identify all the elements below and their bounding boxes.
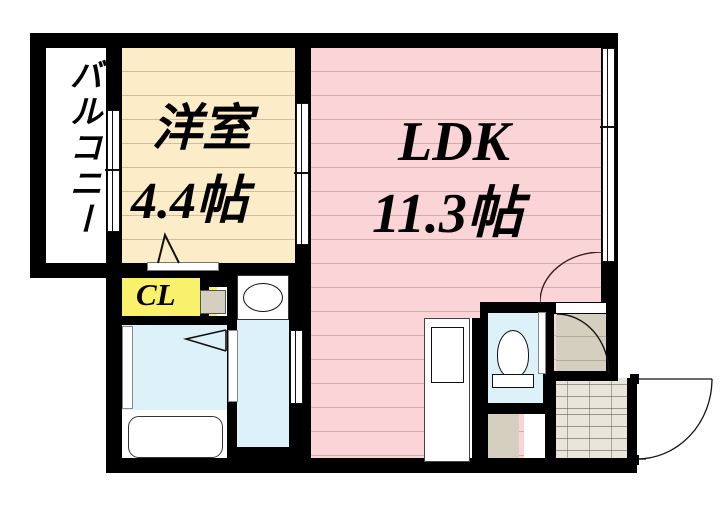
window-ldk-right-tick [600,126,615,128]
sliding-door-washitsu-ldk-tick [294,172,309,174]
door-washitsu-threshold[interactable] [147,262,219,271]
label-washitsu-name: 洋室 [152,100,252,156]
sliding-door-balcony[interactable] [107,110,120,232]
wall-bottom-outer [106,458,637,473]
window-ldk-right[interactable] [602,48,615,262]
room-bathroom [122,325,227,410]
wall-toilet-top [480,302,554,313]
door-washitsu-swing-icon [145,232,223,266]
label-ldk-name: LDK [398,111,510,173]
wall-shoe-closet-bottom [546,371,618,381]
wall-balcony-bottom [30,263,122,278]
entrance-door-arc [636,378,716,462]
door-washroom[interactable] [290,330,303,404]
entrance-door-jamb-bottom [630,455,639,465]
shoe-closet [556,313,608,375]
storage-box-left [487,414,519,462]
room-closet-notch [122,274,200,316]
kitchen-sink [431,327,464,383]
shoe-closet-door-arc [556,313,610,375]
entrance-threshold [556,303,606,313]
entrance-door-jamb [630,374,639,384]
washbasin-bowl [243,283,283,312]
room-washitsu [122,48,305,263]
wall-toilet-right [543,302,554,410]
wall-entrance-right-upper [606,302,618,378]
wall-toilet-left [480,302,488,462]
label-ldk-area: 11.3帖 [372,183,523,245]
toilet-bowl [497,330,529,378]
room-balcony [46,48,106,263]
door-washroom-slot-left[interactable] [228,330,238,402]
wall-left-outer [30,33,46,278]
wall-top-outer [30,33,618,48]
closet-knob [200,290,226,314]
sliding-door-washitsu-ldk[interactable] [296,103,309,245]
wall-entrance-left [545,378,556,462]
wall-washroom-bottom [227,447,311,462]
label-washitsu-area: 4.4帖 [131,173,249,230]
sliding-door-balcony-tick [105,169,120,171]
door-bathroom-folding-icon [178,328,230,354]
wall-left-lower [106,263,122,473]
door-toilet-slot[interactable] [538,312,546,374]
wall-entrance-right-lower [627,378,637,462]
ldk-door-arc [540,252,604,304]
entrance-tile-upper [556,378,637,414]
label-closet: CL [136,277,176,312]
wall-closet-bottom [106,316,237,325]
door-bathroom-slot[interactable] [122,326,133,409]
bathtub [128,416,223,458]
toilet-tank [492,374,534,388]
label-balcony: バルコニー [64,58,100,238]
wall-toilet-bottom [480,403,554,414]
